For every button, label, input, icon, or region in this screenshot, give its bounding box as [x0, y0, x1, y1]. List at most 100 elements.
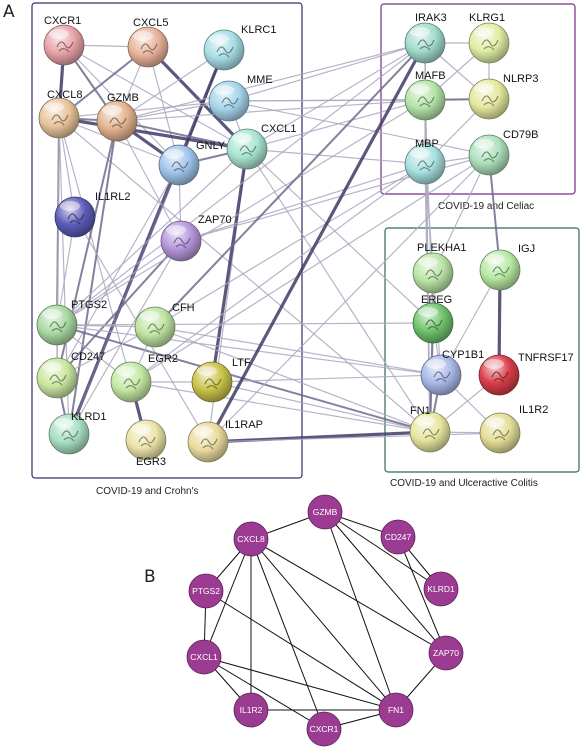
node-bubble — [468, 134, 510, 176]
gloss-highlight — [140, 311, 160, 321]
edge-CXCL1-FN1 — [246, 148, 431, 433]
node-bubble — [404, 143, 446, 185]
protein-structure-icon — [67, 213, 85, 225]
edge-GZMB-CXCL1 — [116, 120, 248, 150]
node-b-ptgs2[interactable]: PTGS2 — [188, 573, 224, 609]
node-ptgs2[interactable]: PTGS2 — [36, 299, 107, 346]
node-bubble — [404, 79, 446, 121]
node-b-label: PTGS2 — [192, 586, 220, 596]
node-cxcl1[interactable]: CXCL1 — [226, 123, 296, 170]
node-label: EREG — [421, 294, 452, 306]
protein-structure-icon — [239, 145, 257, 157]
node-label: CFH — [172, 302, 195, 314]
node-il1r2[interactable]: IL1R2 — [479, 404, 548, 454]
protein-structure-icon — [147, 323, 165, 335]
node-b-klrd1[interactable]: KLRD1 — [423, 571, 459, 607]
node-mbp[interactable]: MBP — [404, 138, 446, 185]
cluster-caption-uc: COVID-19 and Ulceractive Colitis — [390, 478, 538, 489]
node-b-label: CXCL8 — [237, 534, 265, 544]
edge-GZMB-IRAK3 — [116, 42, 426, 122]
node-cd247[interactable]: CD247 — [36, 351, 105, 399]
node-il1rl2[interactable]: IL1RL2 — [54, 191, 130, 238]
edge-CFH-IRAK3 — [154, 42, 426, 328]
node-igj[interactable]: IGJ — [479, 243, 535, 291]
node-bubble — [127, 26, 169, 68]
cluster-box-uc — [384, 227, 580, 473]
edge-CXCL8-FN1 — [58, 117, 431, 433]
edge-GNLY-CD247 — [56, 164, 180, 379]
node-b-circle — [233, 692, 269, 728]
node-cyp1b1[interactable]: CYP1B1 — [420, 349, 484, 396]
node-mafb[interactable]: MAFB — [404, 70, 446, 121]
node-irak3[interactable]: IRAK3 — [404, 12, 447, 64]
node-label: KLRG1 — [469, 12, 505, 24]
node-il1rap[interactable]: IL1RAP — [187, 419, 263, 463]
node-b-label: FN1 — [388, 705, 404, 715]
node-b-cxcl8[interactable]: CXCL8 — [233, 521, 269, 557]
node-label: EGR2 — [148, 353, 178, 365]
node-ltf[interactable]: LTF — [191, 357, 251, 403]
node-gnly[interactable]: GNLY — [158, 140, 226, 186]
edge-PTGS2-EREG — [56, 322, 434, 326]
node-b-circle — [186, 639, 222, 675]
edge-GZMB-MAFB — [116, 99, 426, 122]
node-b-cd247[interactable]: CD247 — [380, 519, 416, 555]
protein-structure-icon — [417, 96, 435, 108]
node-bubble — [479, 249, 521, 291]
node-gzmb[interactable]: GZMB — [96, 92, 139, 142]
gloss-highlight — [133, 31, 153, 41]
edge-b-CXCL8-CXCL1 — [203, 538, 252, 658]
gloss-highlight — [474, 83, 494, 93]
node-b-circle — [233, 521, 269, 557]
node-zap70[interactable]: ZAP70 — [160, 214, 232, 262]
gloss-highlight — [418, 257, 438, 267]
node-b-circle — [306, 711, 342, 747]
edge-IL1RAP-CD79B — [207, 154, 490, 443]
node-mme[interactable]: MME — [208, 74, 273, 122]
node-bubble — [48, 413, 90, 455]
node-cfh[interactable]: CFH — [134, 302, 195, 348]
node-klrc1[interactable]: KLRC1 — [203, 24, 276, 71]
edge-MME-CD79B — [228, 100, 490, 156]
node-fn1[interactable]: FN1 — [409, 405, 451, 453]
node-klrd1[interactable]: KLRD1 — [48, 411, 106, 455]
node-b-label: CXCL1 — [190, 652, 218, 662]
protein-structure-icon — [123, 378, 141, 390]
node-egr2[interactable]: EGR2 — [110, 353, 178, 403]
node-cxcr1[interactable]: CXCR1 — [43, 15, 85, 66]
node-b-cxcr1[interactable]: CXCR1 — [306, 711, 342, 747]
gloss-highlight — [44, 102, 64, 112]
node-bubble — [468, 22, 510, 64]
node-b-gzmb[interactable]: GZMB — [307, 494, 343, 530]
edge-b-CXCL8-ZAP70 — [250, 538, 447, 654]
node-nlrp3[interactable]: NLRP3 — [468, 73, 538, 120]
node-b-zap70[interactable]: ZAP70 — [428, 635, 464, 671]
node-cd79b[interactable]: CD79B — [468, 129, 538, 176]
protein-structure-icon — [481, 151, 499, 163]
node-ereg[interactable]: EREG — [412, 294, 454, 344]
edge-PTGS2-MAFB — [56, 99, 426, 326]
node-tnfrsf17[interactable]: TNFRSF17 — [478, 352, 574, 396]
node-klrg1[interactable]: KLRG1 — [468, 12, 510, 64]
protein-structure-icon — [221, 97, 239, 109]
protein-structure-icon — [171, 161, 189, 173]
edge-CXCL8-GNLY — [58, 117, 180, 166]
gloss-highlight — [232, 133, 252, 143]
node-plekha1[interactable]: PLEKHA1 — [412, 242, 467, 294]
edge-CXCR1-CXCL1 — [63, 44, 248, 150]
node-cxcl8[interactable]: CXCL8 — [38, 89, 82, 139]
cluster-caption-celiac: COVID-19 and Celiac — [438, 201, 535, 212]
node-b-fn1[interactable]: FN1 — [378, 692, 414, 728]
node-label: IL1RL2 — [95, 191, 130, 203]
protein-structure-icon — [49, 321, 67, 333]
node-label: TNFRSF17 — [518, 352, 574, 364]
edge-EGR2-CD79B — [130, 154, 490, 383]
node-b-il1r2[interactable]: IL1R2 — [233, 692, 269, 728]
node-egr3[interactable]: EGR3 — [125, 419, 167, 468]
node-bubble — [191, 361, 233, 403]
node-cxcl5[interactable]: CXCL5 — [127, 17, 169, 68]
protein-structure-icon — [492, 429, 510, 441]
node-b-cxcl1[interactable]: CXCL1 — [186, 639, 222, 675]
node-label: CD247 — [71, 351, 105, 363]
gloss-highlight — [418, 307, 438, 317]
